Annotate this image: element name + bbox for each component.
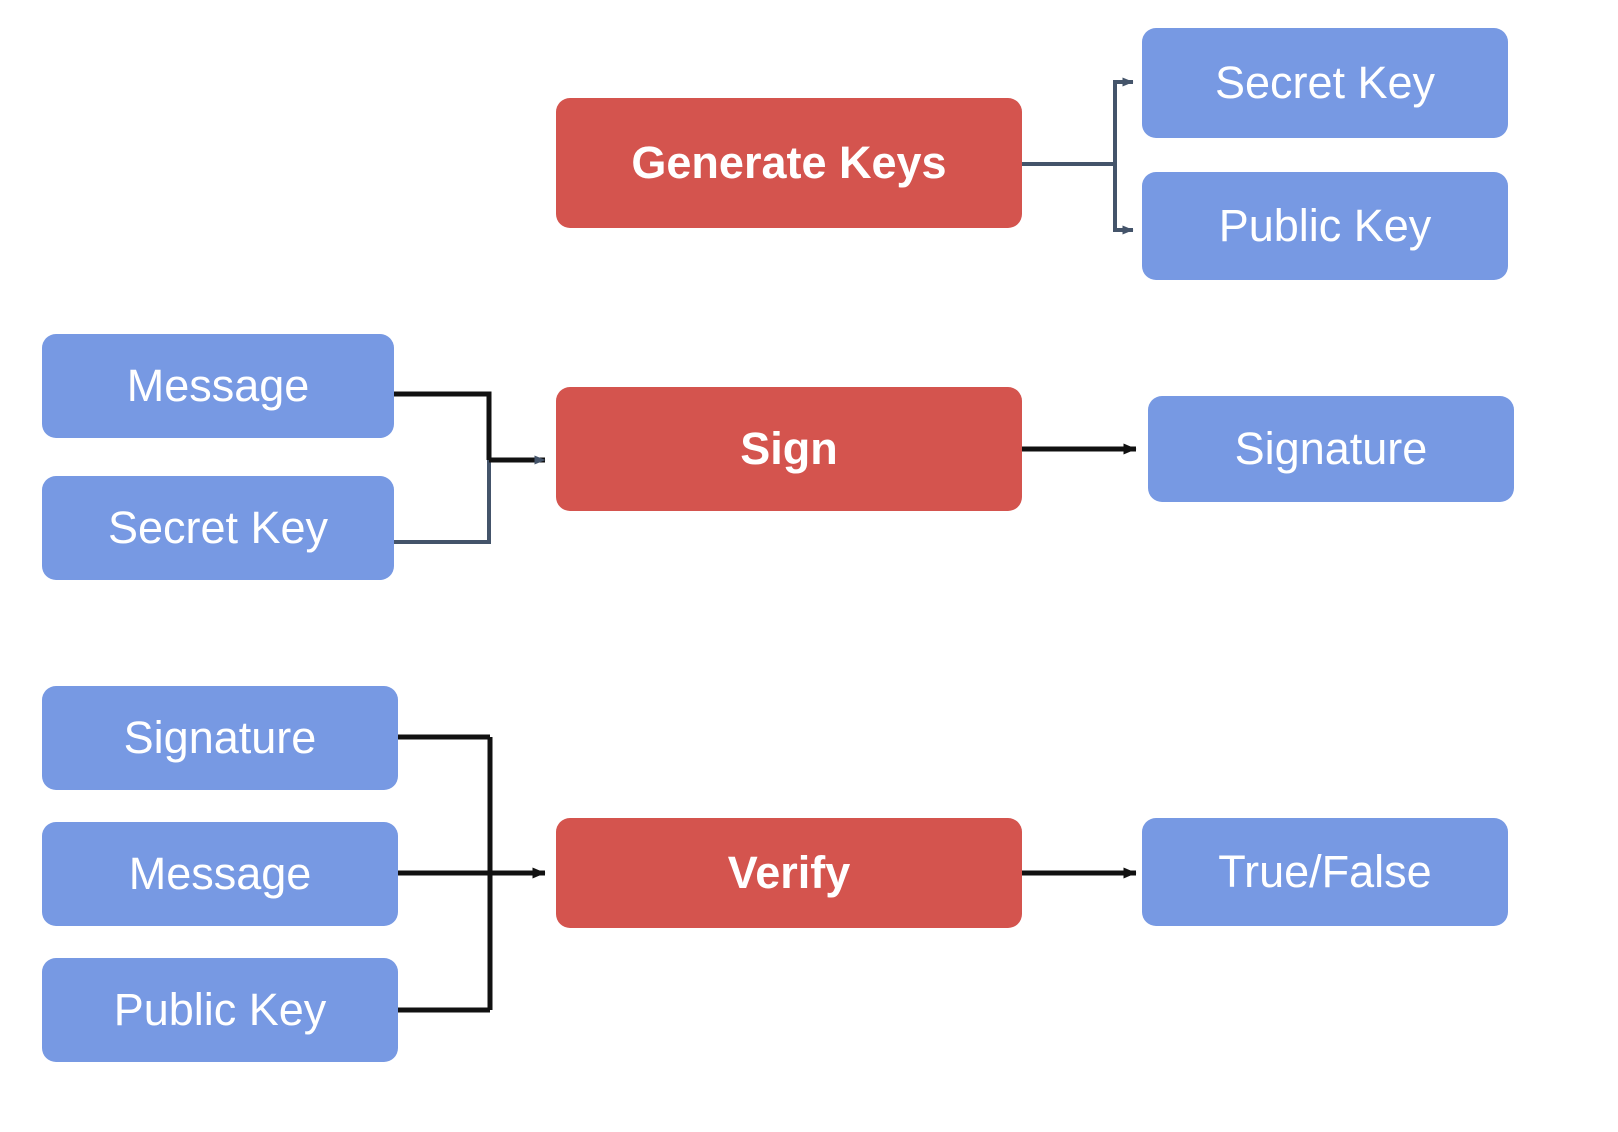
data-public-key-output[interactable]: Public Key — [1142, 172, 1508, 280]
data-true-false-output[interactable]: True/False — [1142, 818, 1508, 926]
data-public-key-verify-input[interactable]: Public Key — [42, 958, 398, 1062]
process-verify[interactable]: Verify — [556, 818, 1022, 928]
process-sign[interactable]: Sign — [556, 387, 1022, 511]
data-secret-key-sign-input[interactable]: Secret Key — [42, 476, 394, 580]
data-signature-output[interactable]: Signature — [1148, 396, 1514, 502]
edge-generate-keys-split — [1022, 77, 1134, 235]
edge-sign-inputs — [394, 391, 546, 544]
data-signature-verify-input[interactable]: Signature — [42, 686, 398, 790]
process-generate-keys[interactable]: Generate Keys — [556, 98, 1022, 228]
data-secret-key-output[interactable]: Secret Key — [1142, 28, 1508, 138]
data-message-verify-input[interactable]: Message — [42, 822, 398, 926]
data-message-sign-input[interactable]: Message — [42, 334, 394, 438]
edge-verify-inputs — [398, 734, 546, 1013]
